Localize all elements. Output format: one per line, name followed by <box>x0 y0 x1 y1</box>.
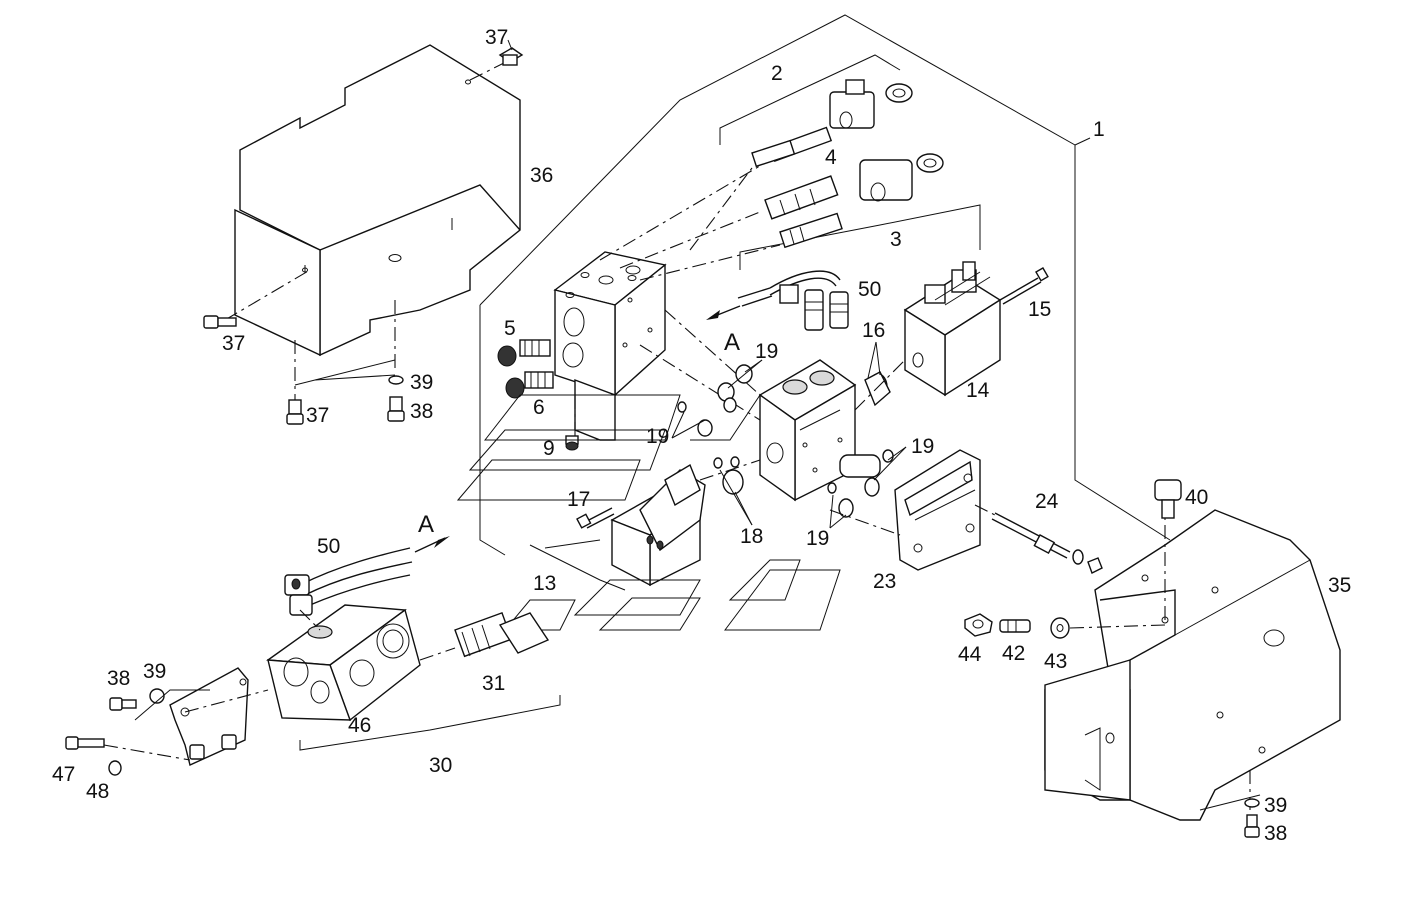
cover-35 <box>1044 500 1341 821</box>
cartridge-3 <box>639 212 843 281</box>
washer-48 <box>108 760 122 776</box>
cartridge-4 <box>619 153 944 269</box>
assembly-bracket-2 <box>719 54 901 145</box>
view-label-a-top: A <box>724 329 740 356</box>
seals-19-right <box>827 449 894 518</box>
plug-31 <box>419 612 550 661</box>
bolt-38-cover35 <box>1244 814 1260 838</box>
cover-23 <box>829 449 981 571</box>
callout-9: 9 <box>543 437 555 460</box>
small-cartridge-top <box>689 139 796 251</box>
callout-19c: 19 <box>911 435 934 458</box>
callout-31: 31 <box>482 672 505 695</box>
callout-50-top: 50 <box>858 278 881 301</box>
callout-13: 13 <box>533 572 556 595</box>
plug-6 <box>505 371 554 399</box>
callout-42: 42 <box>1002 642 1025 665</box>
callout-39-cover35: 39 <box>1264 794 1287 817</box>
callout-16: 16 <box>862 319 885 342</box>
callout-24: 24 <box>1035 490 1059 513</box>
plug-5 <box>497 339 551 367</box>
bolt-40 <box>1154 479 1182 519</box>
bolt-38-cover36 <box>387 396 405 422</box>
callout-35: 35 <box>1328 574 1351 597</box>
callout-2: 2 <box>771 62 783 85</box>
washer-39-cover36 <box>388 300 404 385</box>
callout-6: 6 <box>533 396 545 419</box>
callout-23: 23 <box>873 570 896 593</box>
bolt-37-top <box>498 47 524 66</box>
callout-15: 15 <box>1028 298 1051 321</box>
screw-17 <box>576 507 615 529</box>
callout-46: 46 <box>348 714 371 737</box>
spacer-42 <box>999 619 1031 633</box>
callout-4: 4 <box>825 146 837 169</box>
callout-47: 47 <box>52 763 75 786</box>
bolt-38-bracket <box>109 697 137 711</box>
block-46 <box>266 604 421 722</box>
central-manifold <box>639 309 857 502</box>
hose-50-top <box>706 270 849 331</box>
callout-18: 18 <box>740 525 763 548</box>
callout-39-cover36: 39 <box>410 371 433 394</box>
hose-50-bottom <box>284 536 450 616</box>
callout-5: 5 <box>504 317 516 340</box>
bolt-37-left <box>203 315 237 329</box>
bolt-47 <box>65 736 191 761</box>
rod-24 <box>974 504 1103 574</box>
view-label-a-bottom: A <box>418 511 434 538</box>
callout-43: 43 <box>1044 650 1067 673</box>
callout-labels: 1 2 3 4 5 6 9 13 14 15 16 17 18 19 19 19… <box>52 26 1351 845</box>
solenoid-14 <box>854 261 1002 411</box>
assembly-bracket-3 <box>739 204 981 270</box>
cover-36 <box>224 44 521 357</box>
callout-40: 40 <box>1185 486 1208 509</box>
assembly-bracket-13 <box>529 539 626 591</box>
callout-38-cover36: 38 <box>410 400 433 423</box>
callout-38-bracket: 38 <box>107 667 130 690</box>
bolt-15 <box>999 267 1049 305</box>
assembly-bracket-30 <box>299 695 561 751</box>
callout-38-cover35: 38 <box>1264 822 1287 845</box>
callout-37-bottom: 37 <box>306 404 329 427</box>
callout-37-top: 37 <box>485 26 508 49</box>
callout-3: 3 <box>890 228 902 251</box>
seals-16 <box>864 371 891 407</box>
callout-37-left: 37 <box>222 332 245 355</box>
callout-39-bracket: 39 <box>143 660 166 683</box>
callout-17: 17 <box>567 488 590 511</box>
callout-50-bottom: 50 <box>317 535 340 558</box>
callout-44: 44 <box>958 643 982 666</box>
washer-43 <box>1050 617 1166 639</box>
valve-block <box>553 251 667 441</box>
washer-39-bracket <box>134 688 210 721</box>
washer-39-cover35 <box>1244 798 1260 808</box>
bracket-30 <box>169 667 269 766</box>
callout-1: 1 <box>1093 118 1105 141</box>
callout-19a: 19 <box>755 340 778 363</box>
plug-9 <box>565 435 579 451</box>
callout-14: 14 <box>966 379 990 402</box>
callout-48: 48 <box>86 780 109 803</box>
bolt-37-bottom <box>286 340 396 425</box>
callout-19d: 19 <box>806 527 829 550</box>
callout-30: 30 <box>429 754 452 777</box>
leader-lines <box>507 39 907 529</box>
callout-36: 36 <box>530 164 553 187</box>
nut-44 <box>964 613 993 637</box>
seals-18 <box>713 456 744 495</box>
pilot-module-13 <box>610 459 761 587</box>
callout-19b: 19 <box>646 425 669 448</box>
assembly-bracket-1 <box>479 14 1171 556</box>
